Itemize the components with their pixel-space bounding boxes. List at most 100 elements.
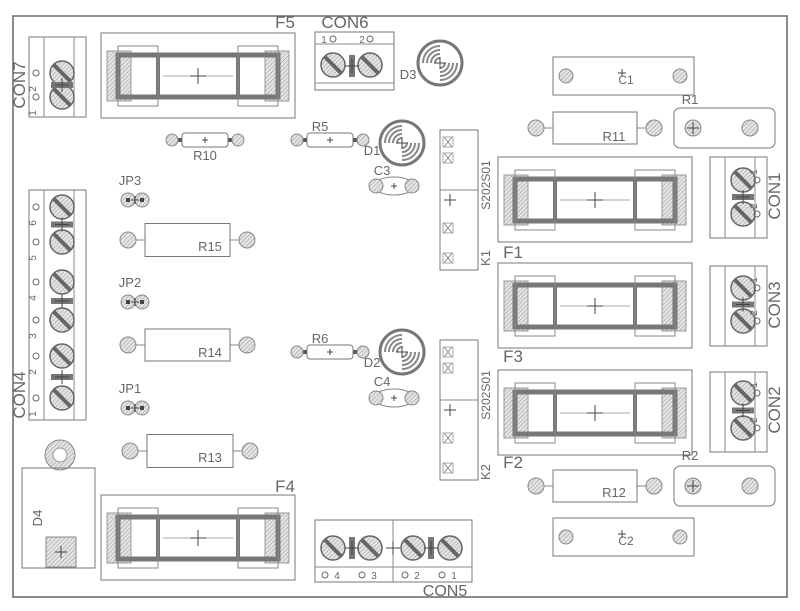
pad <box>645 477 663 495</box>
center-cross <box>131 196 139 204</box>
label: D4 <box>30 510 45 527</box>
label: CON6 <box>321 13 368 32</box>
label: 1 <box>451 571 457 582</box>
label: 5 <box>28 255 39 261</box>
label: C3 <box>374 163 391 178</box>
trimmer-C1[interactable]: C1 <box>552 56 695 96</box>
label: CON7 <box>10 61 29 108</box>
resistor-R13[interactable]: R13 <box>121 434 259 468</box>
center-cross <box>687 122 699 134</box>
outline <box>709 156 768 239</box>
label: 4 <box>28 295 39 301</box>
center-cross <box>55 217 69 232</box>
jumper-JP2[interactable]: JP2 <box>119 275 150 310</box>
label: 2 <box>749 310 760 316</box>
center-cross <box>55 370 69 384</box>
center-cross <box>327 349 333 355</box>
screw-slot <box>52 310 72 330</box>
label: 1 <box>28 411 39 417</box>
potentiometer-R2[interactable]: R2 <box>673 448 776 507</box>
center-cross <box>736 403 750 418</box>
diode-D1[interactable]: D1 <box>364 119 426 167</box>
resistor-R5[interactable]: R5 <box>290 119 370 148</box>
pad <box>404 178 420 194</box>
label: 2 <box>749 203 760 209</box>
label: S202S01 <box>479 160 493 210</box>
outline <box>552 56 695 96</box>
jumper-JP1[interactable]: JP1 <box>119 381 150 416</box>
pad <box>165 133 179 147</box>
outline <box>439 129 479 271</box>
resistor-R10[interactable]: R10 <box>165 132 245 163</box>
label: CON5 <box>423 583 468 600</box>
center-cross <box>131 298 139 306</box>
pad <box>119 231 137 249</box>
pad <box>119 336 137 354</box>
resistor-R15[interactable]: R15 <box>119 223 256 257</box>
fuse-F5[interactable]: F5 <box>100 13 296 119</box>
screw-slot <box>440 538 460 558</box>
pad <box>290 345 304 359</box>
diode-D4[interactable]: D4 <box>21 439 96 569</box>
center-cross <box>131 404 139 412</box>
label: 1 <box>749 277 760 283</box>
pad <box>368 390 384 406</box>
label: JP1 <box>119 381 141 396</box>
screw-slot <box>52 232 72 252</box>
label: 6 <box>28 220 39 226</box>
fuse-F2[interactable]: F2 <box>497 369 693 472</box>
outline <box>28 189 87 421</box>
screw-slot <box>323 55 343 75</box>
diode-D3[interactable]: D3 <box>400 39 464 87</box>
center-cross <box>424 541 438 555</box>
pad <box>121 442 139 460</box>
fuse-F1[interactable]: F1 <box>497 156 693 262</box>
diode-D2[interactable]: D2 <box>364 328 426 376</box>
screw-slot <box>733 383 753 403</box>
resistor-R12[interactable]: R12 <box>527 469 663 503</box>
screw-slot <box>323 538 343 558</box>
screw-slot <box>52 63 72 83</box>
pad <box>231 133 245 147</box>
label: C1 <box>618 73 634 87</box>
resistor-R14[interactable]: R14 <box>119 328 256 362</box>
label: D2 <box>364 355 381 370</box>
center-cross <box>687 480 699 492</box>
screw-slot <box>52 87 72 107</box>
potentiometer-R1[interactable]: R1 <box>673 92 776 149</box>
label: F3 <box>503 347 523 366</box>
pad <box>356 133 370 147</box>
label: 3 <box>28 333 39 339</box>
center-cross <box>396 137 408 149</box>
label: 1 <box>28 110 39 116</box>
center-cross <box>190 68 206 84</box>
center-cross <box>345 541 359 555</box>
trimmer-C2[interactable]: C2 <box>552 517 695 557</box>
pad <box>368 178 384 194</box>
fuse-F4[interactable]: F4 <box>100 477 296 581</box>
label: CON1 <box>765 172 784 219</box>
center-cross <box>202 137 208 143</box>
jumper-JP3[interactable]: JP3 <box>119 173 150 208</box>
outline <box>709 265 768 347</box>
resistor-R11[interactable]: R11 <box>527 111 663 145</box>
fuse-F3[interactable]: F3 <box>497 262 693 366</box>
resistor-R6[interactable]: R6 <box>290 331 370 360</box>
label: S202S01 <box>479 370 493 420</box>
capacitor-C4[interactable]: C4 <box>368 374 420 408</box>
screw-slot <box>733 204 753 224</box>
capacitor-C3[interactable]: C3 <box>368 163 420 196</box>
center-cross <box>55 546 67 558</box>
center-cross <box>55 78 69 92</box>
pad <box>238 336 256 354</box>
center-cross <box>55 294 69 308</box>
